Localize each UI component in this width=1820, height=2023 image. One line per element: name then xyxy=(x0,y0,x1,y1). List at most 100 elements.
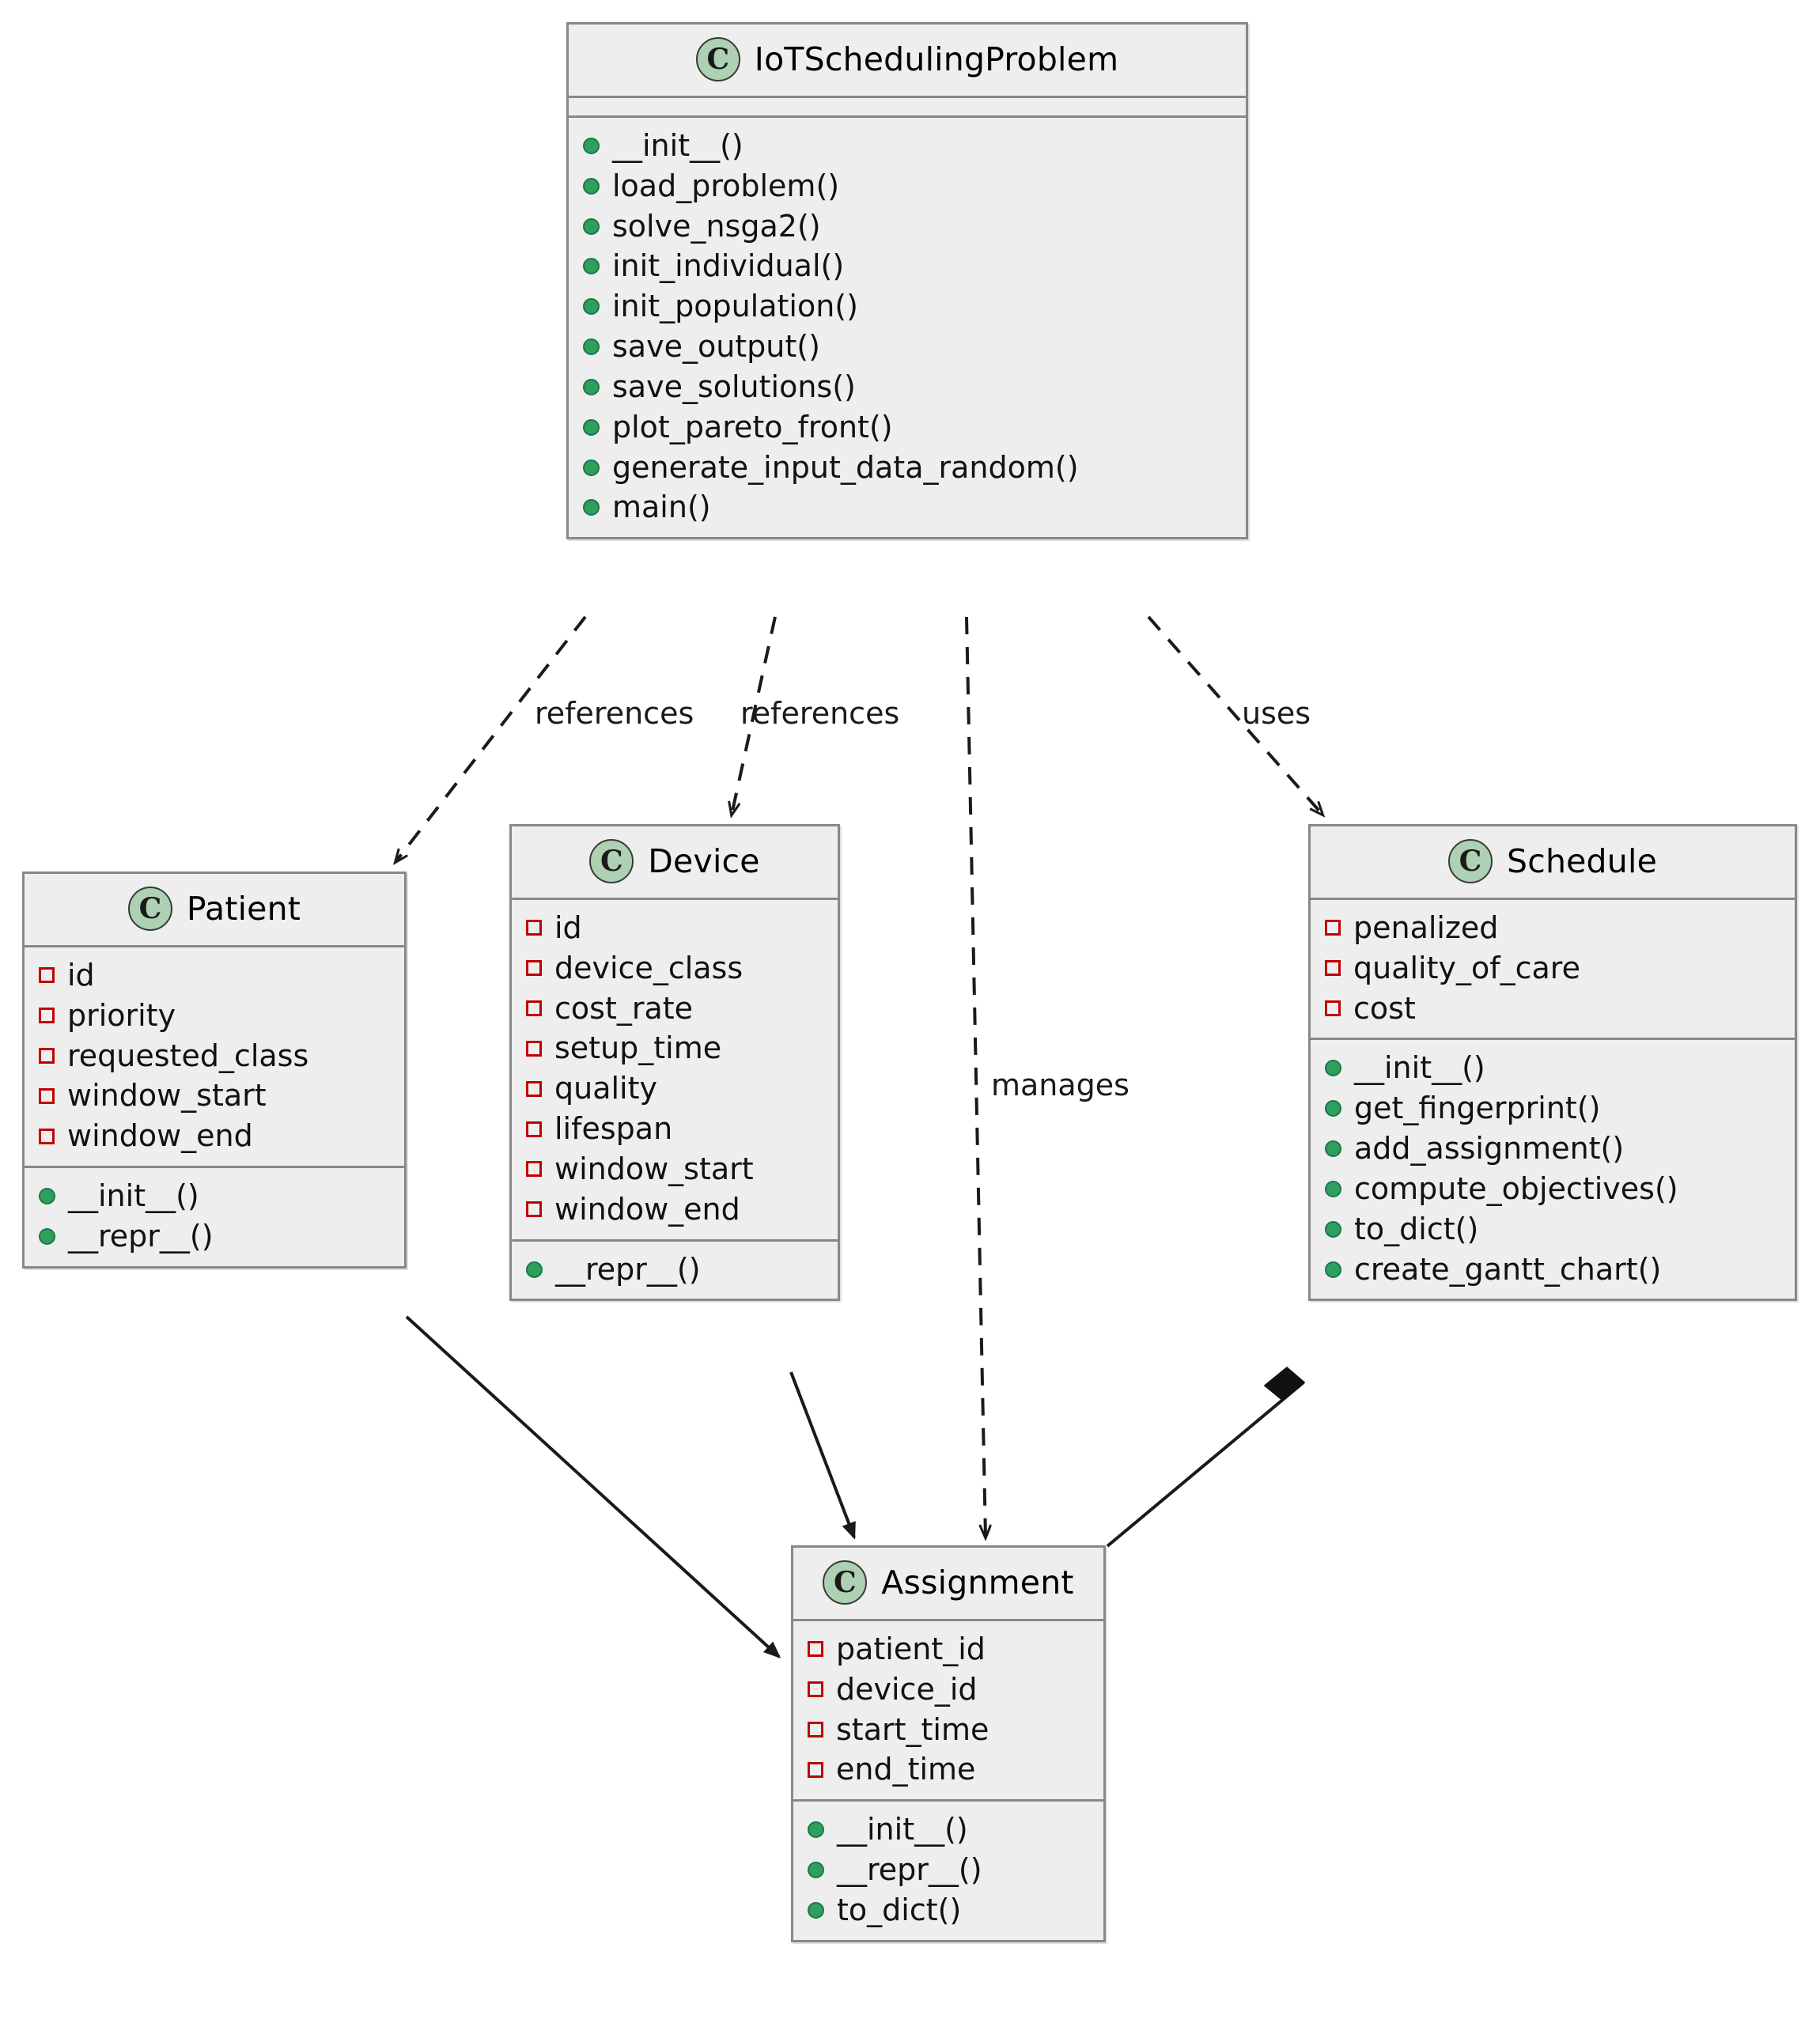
method-row[interactable]: init_population() xyxy=(583,286,1232,327)
method-marker-icon xyxy=(583,298,600,316)
field-row[interactable]: id xyxy=(526,908,823,948)
class-header: C IoTSchedulingProblem xyxy=(569,25,1246,98)
method-label: __repr__() xyxy=(837,1852,982,1888)
field-marker-icon xyxy=(526,1080,542,1097)
method-label: init_population() xyxy=(612,289,858,324)
method-label: create_gantt_chart() xyxy=(1354,1251,1662,1287)
method-marker-icon xyxy=(526,1261,543,1278)
field-row[interactable]: end_time xyxy=(808,1749,1089,1790)
field-marker-icon xyxy=(808,1641,823,1658)
method-marker-icon xyxy=(1325,1220,1341,1238)
method-row[interactable]: __init__() xyxy=(583,126,1232,166)
field-row[interactable]: id xyxy=(39,955,390,996)
method-marker-icon xyxy=(583,499,600,516)
field-row[interactable]: device_class xyxy=(526,948,823,989)
field-row[interactable]: priority xyxy=(39,996,390,1036)
field-row[interactable]: cost_rate xyxy=(526,989,823,1029)
class-box-schedule[interactable]: C Schedule penalized quality_of_care cos… xyxy=(1308,824,1797,1302)
composition-diamond-icon xyxy=(1263,1367,1306,1401)
field-label: start_time xyxy=(836,1711,989,1747)
method-row[interactable]: save_output() xyxy=(583,327,1232,367)
field-marker-icon xyxy=(1325,1000,1341,1017)
method-label: main() xyxy=(612,490,711,525)
method-row[interactable]: save_solutions() xyxy=(583,367,1232,407)
field-marker-icon xyxy=(526,920,542,936)
field-row[interactable]: quality_of_care xyxy=(1325,948,1780,989)
class-marker-icon: C xyxy=(1447,839,1493,883)
field-label: cost xyxy=(1353,990,1416,1026)
field-label: penalized xyxy=(1353,910,1499,945)
method-row[interactable]: __init__() xyxy=(1325,1048,1780,1088)
method-row[interactable]: __repr__() xyxy=(526,1250,823,1290)
field-row[interactable]: patient_id xyxy=(808,1629,1089,1669)
field-row[interactable]: cost xyxy=(1325,989,1780,1029)
field-row[interactable]: window_start xyxy=(39,1076,390,1116)
class-box-device[interactable]: C Device id device_class cost_rate setup… xyxy=(509,824,840,1302)
method-row[interactable]: __init__() xyxy=(808,1809,1089,1850)
method-row[interactable]: generate_input_data_random() xyxy=(583,448,1232,488)
method-marker-icon xyxy=(1325,1100,1341,1117)
class-box-assignment[interactable]: C Assignment patient_id device_id start_… xyxy=(791,1545,1106,1942)
class-header: C Patient xyxy=(25,874,404,947)
class-title: Patient xyxy=(186,890,301,928)
class-box-patient[interactable]: C Patient id priority requested_class wi… xyxy=(22,872,407,1269)
method-label: get_fingerprint() xyxy=(1354,1091,1601,1126)
class-marker-icon: C xyxy=(127,887,172,931)
method-row[interactable]: __repr__() xyxy=(39,1216,390,1257)
field-row[interactable]: requested_class xyxy=(39,1036,390,1076)
field-label: window_start xyxy=(554,1151,754,1186)
field-label: window_end xyxy=(67,1118,253,1154)
fields-compartment: id priority requested_class window_start… xyxy=(25,947,404,1166)
methods-compartment: __init__() __repr__() to_dict() xyxy=(793,1799,1103,1939)
field-label: end_time xyxy=(836,1752,976,1787)
field-row[interactable]: quality xyxy=(526,1068,823,1109)
method-row[interactable]: create_gantt_chart() xyxy=(1325,1250,1780,1290)
field-row[interactable]: start_time xyxy=(808,1710,1089,1750)
method-marker-icon xyxy=(808,1901,824,1919)
field-row[interactable]: window_end xyxy=(39,1116,390,1156)
class-header: C Assignment xyxy=(793,1548,1103,1621)
method-marker-icon xyxy=(583,177,600,195)
field-row[interactable]: penalized xyxy=(1325,908,1780,948)
method-row[interactable]: compute_objectives() xyxy=(1325,1169,1780,1209)
field-row[interactable]: window_start xyxy=(526,1149,823,1189)
method-label: add_assignment() xyxy=(1354,1131,1625,1167)
method-label: __init__() xyxy=(612,128,744,163)
field-marker-icon xyxy=(526,1000,542,1017)
method-row[interactable]: plot_pareto_front() xyxy=(583,407,1232,448)
method-row[interactable]: solve_nsga2() xyxy=(583,206,1232,247)
method-row[interactable]: to_dict() xyxy=(808,1890,1089,1930)
field-marker-icon xyxy=(39,967,55,984)
field-label: window_start xyxy=(67,1078,267,1114)
field-label: lifespan xyxy=(554,1111,673,1147)
method-row[interactable]: init_individual() xyxy=(583,246,1232,286)
method-row[interactable]: __repr__() xyxy=(808,1850,1089,1890)
method-label: __init__() xyxy=(1354,1050,1485,1086)
field-label: quality_of_care xyxy=(1353,950,1580,985)
class-title: Device xyxy=(648,842,760,880)
field-label: quality xyxy=(554,1071,657,1106)
method-row[interactable]: main() xyxy=(583,487,1232,527)
method-marker-icon xyxy=(808,1821,824,1839)
field-marker-icon xyxy=(526,960,542,977)
field-row[interactable]: device_id xyxy=(808,1669,1089,1710)
field-marker-icon xyxy=(526,1121,542,1137)
class-box-iotschedulingproblem[interactable]: C IoTSchedulingProblem __init__() load_p… xyxy=(566,22,1248,540)
field-label: device_id xyxy=(836,1671,978,1707)
class-title: Assignment xyxy=(881,1564,1074,1601)
method-row[interactable]: get_fingerprint() xyxy=(1325,1088,1780,1129)
fields-compartment: patient_id device_id start_time end_time xyxy=(793,1621,1103,1799)
method-label: to_dict() xyxy=(1354,1211,1479,1246)
method-row[interactable]: load_problem() xyxy=(583,166,1232,206)
method-row[interactable]: to_dict() xyxy=(1325,1209,1780,1250)
method-row[interactable]: add_assignment() xyxy=(1325,1129,1780,1169)
class-marker-icon: C xyxy=(589,839,634,883)
method-marker-icon xyxy=(1325,1060,1341,1077)
method-marker-icon xyxy=(1325,1261,1341,1278)
class-title: Schedule xyxy=(1506,842,1657,880)
field-row[interactable]: window_end xyxy=(526,1189,823,1230)
method-row[interactable]: __init__() xyxy=(39,1176,390,1216)
field-row[interactable]: setup_time xyxy=(526,1028,823,1068)
method-label: __init__() xyxy=(837,1812,968,1847)
field-row[interactable]: lifespan xyxy=(526,1109,823,1149)
